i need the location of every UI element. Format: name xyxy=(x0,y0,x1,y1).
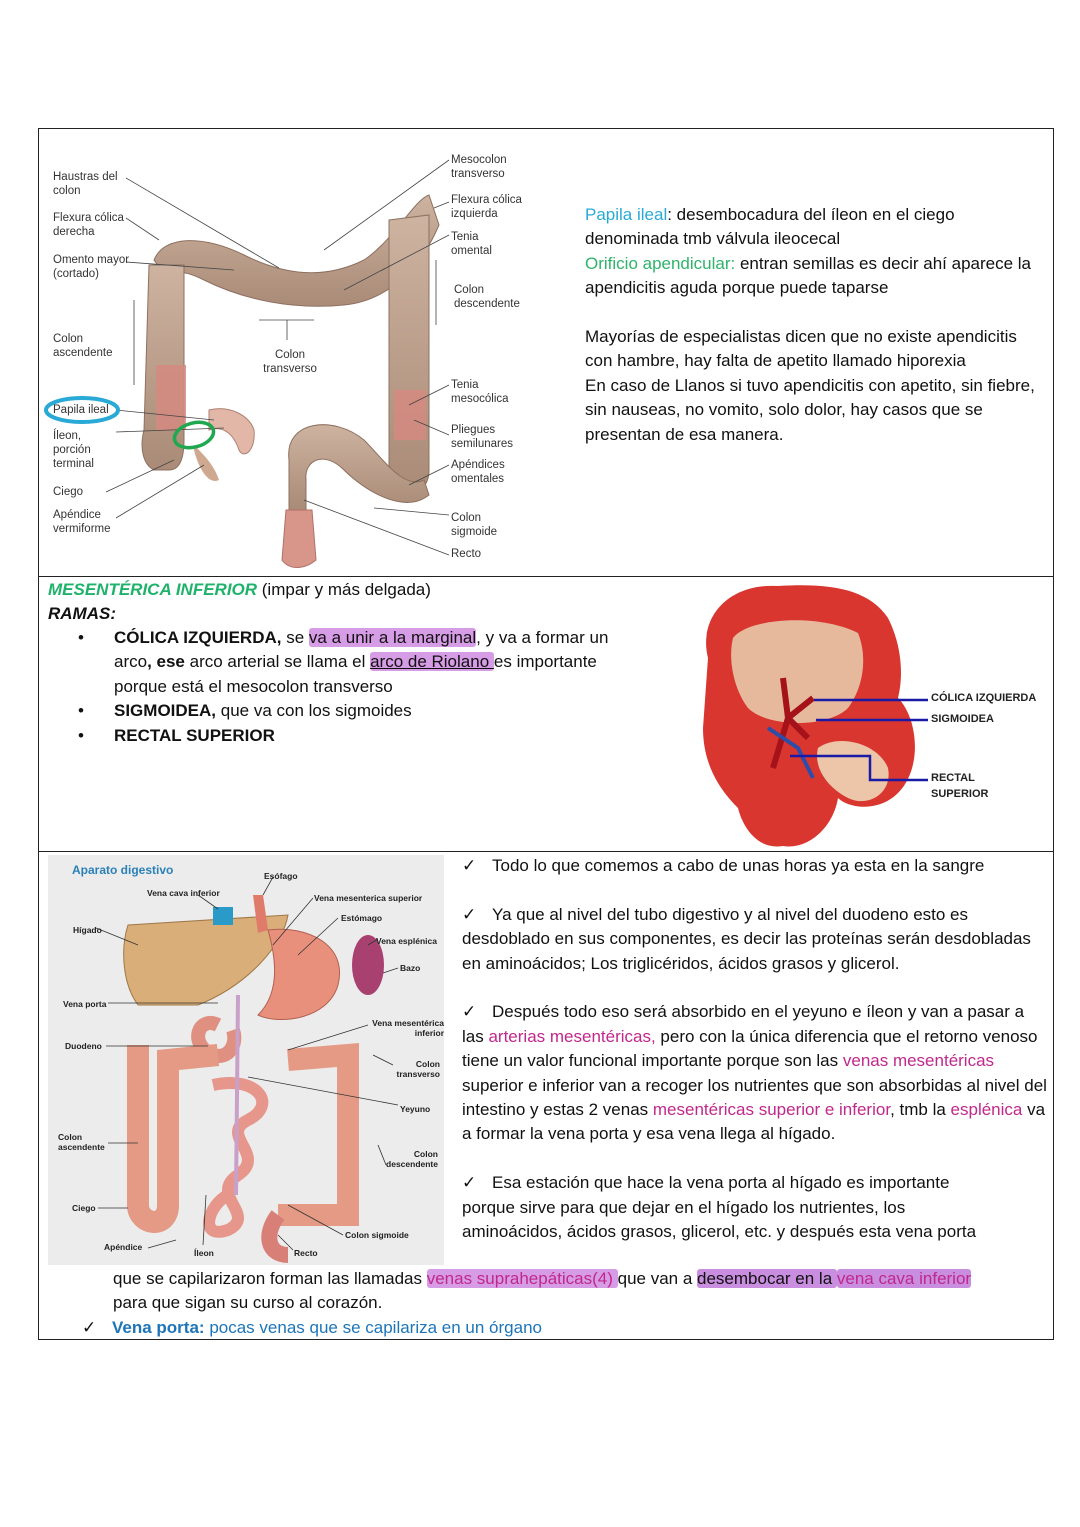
label-flexura-derecha: Flexura cólica derecha xyxy=(53,212,124,238)
digestive-illustration xyxy=(95,876,399,1263)
term-orificio-apendicular: Orificio apendicular: xyxy=(585,253,736,273)
label-vena-mesenterica-inferior: Vena mesentérica inferior xyxy=(372,1018,444,1038)
colon-anatomy-figure: Haustras del colon Flexura cólica derech… xyxy=(44,140,564,572)
label-colon-ascendente: Colon ascendente xyxy=(53,333,113,359)
label-colon-transverso: Colon transverso xyxy=(396,1059,440,1079)
note-4-continued: que se capilarizaron forman las llamadas… xyxy=(113,1269,972,1313)
label-bazo: Bazo xyxy=(400,963,421,973)
artery-illustration xyxy=(703,585,928,847)
label-ciego: Ciego xyxy=(53,486,84,498)
check-icon: ✓ xyxy=(462,904,477,924)
label-duodeno: Duodeno xyxy=(65,1041,102,1051)
highlight-arco-riolano: arco de Riolano xyxy=(370,652,494,672)
note-3: ✓Después todo eso será absorbido en el y… xyxy=(462,1002,1047,1144)
label-pliegues: Pliegues semilunares xyxy=(451,424,513,450)
label-recto: Recto xyxy=(451,548,482,560)
note-4-line1: ✓Esa estación que hace la vena porta al … xyxy=(462,1171,1050,1195)
label-colon-ascendente: Colon ascendente xyxy=(58,1132,105,1152)
mesenteric-artery-figure: CÓLICA IZQUIERDA SIGMOIDEA RECTAL SUPERI… xyxy=(688,578,1050,850)
label-haustras: Haustras del colon xyxy=(53,171,118,197)
figure-title: Aparato digestivo xyxy=(72,863,174,877)
check-icon: ✓ xyxy=(462,1173,477,1193)
label-apendice: Apéndice vermiforme xyxy=(53,509,111,535)
note-orificio-apendicular: Orificio apendicular: entran semillas es… xyxy=(585,253,1032,298)
label-papila-ileal: Papila ileal xyxy=(53,404,109,416)
rama-colica-izquierda: •CÓLICA IZQUIERDA, se va a unir a la mar… xyxy=(78,628,609,696)
note-1: ✓Todo lo que comemos a cabo de unas hora… xyxy=(462,854,1050,878)
ramas-label: RAMAS: xyxy=(48,604,116,624)
label-colon-descendente: Colon descendente xyxy=(454,284,520,310)
label-higado: Hígado xyxy=(73,925,102,935)
label-colon-transverso: Colon transverso xyxy=(263,349,317,375)
note-llanos: En caso de Llanos si tuvo apendicitis co… xyxy=(585,375,1035,444)
rama-sigmoidea: •SIGMOIDEA, que va con los sigmoides xyxy=(78,701,412,721)
label-apendice: Apéndice xyxy=(104,1242,143,1252)
label-omento-mayor: Omento mayor (cortado) xyxy=(53,254,130,280)
highlight-suprahepaticas: venas suprahepáticas(4) xyxy=(426,1269,618,1288)
ramas-list: •CÓLICA IZQUIERDA, se va a unir a la mar… xyxy=(78,626,638,748)
label-mesocolon: Mesocolon transverso xyxy=(451,154,507,180)
label-colica-izquierda: CÓLICA IZQUIERDA xyxy=(931,692,1037,704)
label-colon-sigmoide: Colon sigmoide xyxy=(345,1230,409,1240)
label-colon-descendente: Colon descendente xyxy=(386,1149,438,1169)
label-sigmoidea: SIGMOIDEA xyxy=(931,713,994,725)
highlight-vena-cava: vena cava inferior xyxy=(836,1269,972,1288)
note-4-line2: porque sirve para que dejar en el hígado… xyxy=(462,1197,906,1217)
rama-rectal-superior: •RECTAL SUPERIOR xyxy=(78,725,275,745)
check-icon: ✓ xyxy=(82,1318,97,1337)
highlight-desembocar: desembocar en la xyxy=(697,1269,837,1288)
label-tenia-omental: Tenia omental xyxy=(451,231,492,257)
term-papila-ileal: Papila ileal xyxy=(585,205,668,224)
label-tenia-mesocolica: Tenia mesocólica xyxy=(451,379,509,405)
page-frame xyxy=(38,128,1054,1340)
label-recto: Recto xyxy=(294,1248,318,1258)
label-ileon: Íleon xyxy=(194,1248,214,1258)
note-papila-ileal: Papila ileal: desembocadura del íleon en… xyxy=(585,205,955,249)
term-vena-porta: Vena porta: xyxy=(112,1318,205,1337)
label-apendices-omentales: Apéndices omentales xyxy=(451,459,505,485)
label-colon-sigmoide: Colon sigmoide xyxy=(451,512,498,538)
label-vena-mesenterica-superior: Vena mesenterica superior xyxy=(314,893,423,903)
note-hiporexia: Mayorías de especialistas dicen que no e… xyxy=(585,327,1017,371)
check-icon: ✓ xyxy=(462,856,477,875)
digestion-notes: ✓Todo lo que comemos a cabo de unas hora… xyxy=(462,854,1050,1244)
note-5: ✓Vena porta: pocas venas que se capilari… xyxy=(82,1316,982,1340)
label-flexura-izquierda: Flexura cólica izquierda xyxy=(451,194,522,220)
check-icon: ✓ xyxy=(462,1002,477,1022)
note-4-line3: aminoácidos, ácidos grasos, glicerol, et… xyxy=(462,1222,977,1242)
notes-block: Papila ileal: desembocadura del íleon en… xyxy=(585,203,1047,447)
label-vena-porta: Vena porta xyxy=(63,999,107,1009)
label-vena-esplenica: Vena esplénica xyxy=(376,936,437,946)
section-divider-1 xyxy=(38,576,1054,577)
colon-illustration xyxy=(44,159,450,568)
label-ciego: Ciego xyxy=(72,1203,96,1213)
mesenterica-heading: MESENTÉRICA INFERIOR (impar y más delgad… xyxy=(48,578,648,627)
heading-term: MESENTÉRICA INFERIOR xyxy=(48,580,258,599)
section-divider-2 xyxy=(38,851,1054,852)
digestive-system-figure: Aparato digestivo Esófago Vena cava infe… xyxy=(48,855,444,1265)
label-vena-cava-inferior: Vena cava inferior xyxy=(147,888,220,898)
label-yeyuno: Yeyuno xyxy=(400,1104,431,1114)
label-rectal-superior: RECTAL SUPERIOR xyxy=(931,772,989,800)
label-estomago: Estómago xyxy=(341,913,383,923)
highlight-marginal: va a unir a la marginal xyxy=(308,628,477,647)
label-esofago: Esófago xyxy=(264,871,298,881)
note-2: ✓Ya que al nivel del tubo digestivo y al… xyxy=(462,904,1031,973)
label-ileon: Íleon, porción terminal xyxy=(53,430,94,470)
